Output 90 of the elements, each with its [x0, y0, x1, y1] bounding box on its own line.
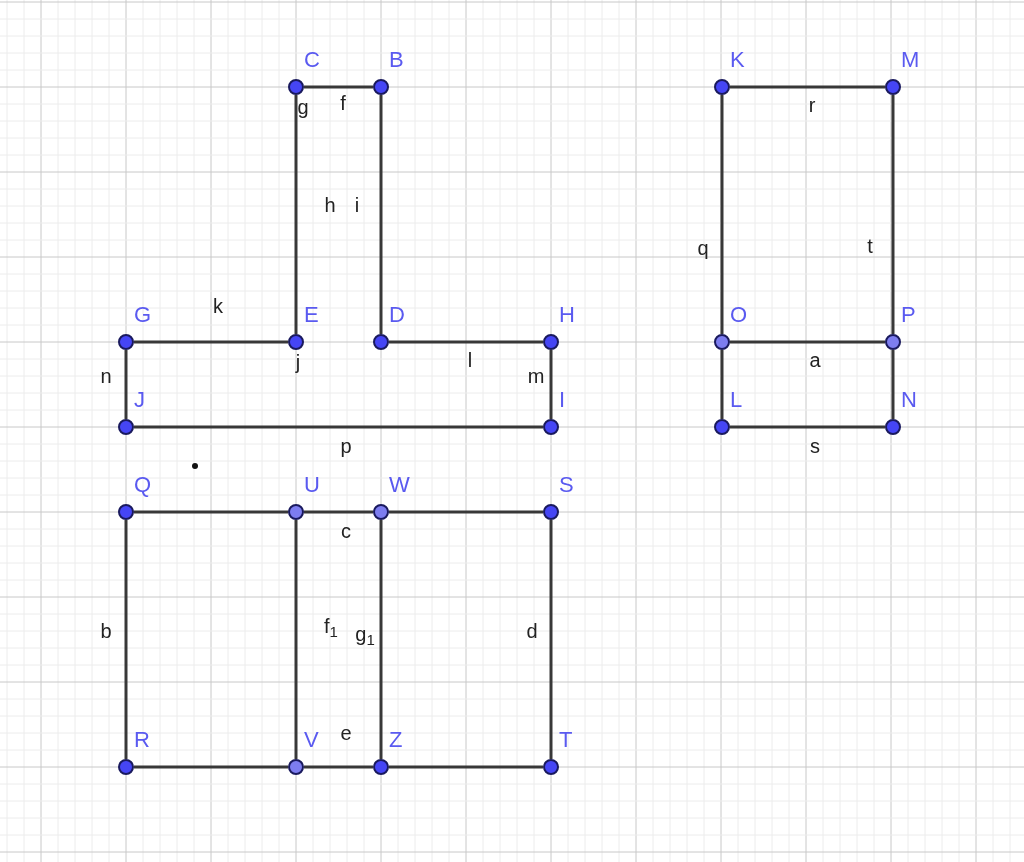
- point-label: Q: [134, 474, 152, 496]
- point-label: M: [901, 49, 920, 71]
- line-segment: [134, 510, 288, 514]
- point: [373, 79, 389, 95]
- point-label: O: [730, 304, 748, 326]
- point-label: R: [134, 729, 150, 751]
- line-segment: [389, 340, 543, 344]
- line-segment: [379, 520, 383, 759]
- point: [543, 759, 559, 775]
- point-label: D: [389, 304, 405, 326]
- point: [288, 79, 304, 95]
- point-label: I: [559, 389, 566, 411]
- line-segment: [124, 350, 128, 419]
- line-segment: [304, 85, 373, 89]
- line-segment: [124, 520, 128, 759]
- point: [118, 504, 134, 520]
- segment-label: n: [99, 366, 113, 386]
- segment-label: r: [807, 95, 817, 115]
- point-label: J: [134, 389, 145, 411]
- point-label: L: [730, 389, 743, 411]
- segment-label: f$_{1}$: [323, 616, 339, 636]
- point-label: U: [304, 474, 320, 496]
- point: [288, 759, 304, 775]
- segment-label: g: [297, 97, 309, 117]
- line-segment: [730, 85, 885, 89]
- segment-label: t: [866, 236, 874, 256]
- point: [118, 759, 134, 775]
- segment-label: d: [525, 621, 539, 641]
- point: [543, 504, 559, 520]
- line-segment: [720, 95, 724, 334]
- point: [885, 419, 901, 435]
- point-label: Z: [389, 729, 403, 751]
- line-segment: [549, 350, 553, 419]
- point: [118, 334, 134, 350]
- line-segment: [549, 520, 553, 759]
- segment-label: m: [526, 366, 546, 386]
- point: [885, 334, 901, 350]
- point-label: H: [559, 304, 575, 326]
- point-label: V: [304, 729, 319, 751]
- point: [373, 759, 389, 775]
- line-segment: [891, 350, 895, 419]
- line-segment: [730, 425, 885, 429]
- point: [373, 334, 389, 350]
- point: [543, 334, 559, 350]
- point: [288, 334, 304, 350]
- line-segment: [389, 765, 543, 769]
- line-segment: [891, 95, 895, 334]
- point: [714, 79, 730, 95]
- point-label: W: [389, 474, 410, 496]
- segment-label: q: [696, 238, 710, 258]
- point: [543, 419, 559, 435]
- segment-label: s: [809, 436, 821, 456]
- segment-label: i: [353, 195, 361, 215]
- line-segment: [294, 520, 298, 759]
- point: [288, 504, 304, 520]
- line-segment: [379, 95, 383, 334]
- segment-label: f: [339, 93, 347, 113]
- segment-label: k: [212, 296, 224, 316]
- point-label: E: [304, 304, 319, 326]
- point-label: K: [730, 49, 745, 71]
- line-segment: [304, 510, 373, 514]
- point: [118, 419, 134, 435]
- line-segment: [389, 510, 543, 514]
- line-segment: [134, 765, 288, 769]
- line-segment: [134, 425, 543, 429]
- segment-label: j: [295, 352, 301, 372]
- point: [885, 79, 901, 95]
- point-label: T: [559, 729, 573, 751]
- point-label: B: [389, 49, 404, 71]
- segment-label: p: [339, 436, 353, 456]
- line-segment: [730, 340, 885, 344]
- line-segment: [720, 350, 724, 419]
- point-label: S: [559, 474, 574, 496]
- point-label: G: [134, 304, 152, 326]
- line-segment: [294, 95, 298, 334]
- segment-label: c: [340, 521, 352, 541]
- point-label: N: [901, 389, 917, 411]
- point: [714, 334, 730, 350]
- point: [714, 419, 730, 435]
- segment-label: l: [466, 350, 474, 370]
- segment-label: h: [323, 195, 337, 215]
- point-label: C: [304, 49, 320, 71]
- line-segment: [304, 765, 373, 769]
- segment-label: a: [808, 350, 822, 370]
- point: [373, 504, 389, 520]
- segment-label: g$_{1}$: [354, 624, 376, 644]
- line-segment: [134, 340, 288, 344]
- segment-label: e: [339, 723, 353, 743]
- segment-label: b: [99, 621, 113, 641]
- point-label: P: [901, 304, 916, 326]
